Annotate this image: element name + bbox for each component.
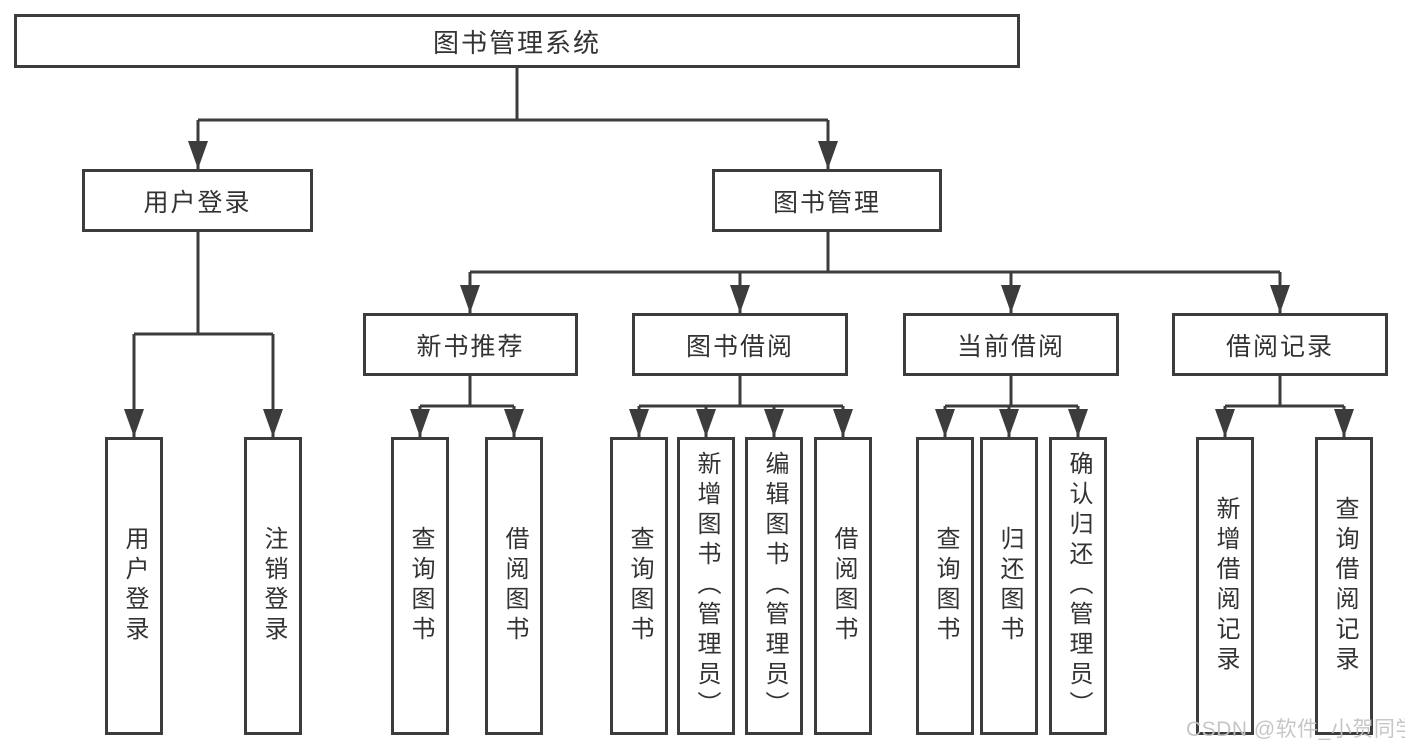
leaf-current-return-books: 归还图书: [980, 437, 1038, 735]
node-book-borrowing: 图书借阅: [632, 313, 848, 376]
leaf-borrowing-edit-books-admin: 编辑图书（管理员）: [745, 437, 803, 735]
node-current-borrowing-label: 当前借阅: [956, 332, 1065, 361]
csdn-watermark: CSDN @软件_小贺同学: [1186, 718, 1405, 741]
leaf-user-login: 用户登录: [105, 437, 163, 735]
leaf-current-query-books: 查询图书: [916, 437, 974, 735]
leaf-logout-label: 注销登录: [260, 526, 287, 646]
node-user-login: 用户登录: [82, 169, 313, 232]
node-borrowing-records-label: 借阅记录: [1225, 332, 1334, 361]
node-book-management-label: 图书管理: [772, 188, 881, 217]
leaf-borrowing-add-books-admin-label: 新增图书（管理员）: [693, 451, 720, 721]
node-borrowing-records: 借阅记录: [1172, 313, 1388, 376]
leaf-borrowing-query-books-label: 查询图书: [626, 526, 653, 646]
leaf-newbooks-query-books-label: 查询图书: [407, 526, 434, 646]
arrowheads: [124, 141, 1354, 437]
leaf-records-add-borrow-record: 新增借阅记录: [1196, 437, 1254, 735]
node-current-borrowing: 当前借阅: [903, 313, 1119, 376]
leaf-newbooks-query-books: 查询图书: [391, 437, 449, 735]
node-book-management: 图书管理: [712, 169, 942, 232]
leaf-borrowing-borrow-books-label: 借阅图书: [830, 526, 857, 646]
node-root-label: 图书管理系统: [432, 27, 601, 58]
leaf-borrowing-borrow-books: 借阅图书: [814, 437, 872, 735]
leaf-records-add-borrow-record-label: 新增借阅记录: [1212, 496, 1239, 676]
leaf-borrowing-edit-books-admin-label: 编辑图书（管理员）: [761, 451, 788, 721]
node-book-borrowing-label: 图书借阅: [685, 332, 794, 361]
leaf-records-query-borrow-record-label: 查询借阅记录: [1331, 496, 1358, 676]
leaf-borrowing-query-books: 查询图书: [610, 437, 668, 735]
leaf-newbooks-borrow-books-label: 借阅图书: [501, 526, 528, 646]
leaf-current-confirm-return-admin: 确认归还（管理员）: [1049, 437, 1107, 735]
node-user-login-label: 用户登录: [143, 188, 252, 217]
leaf-records-query-borrow-record: 查询借阅记录: [1315, 437, 1373, 735]
leaf-current-query-books-label: 查询图书: [932, 526, 959, 646]
leaf-user-login-label: 用户登录: [121, 526, 148, 646]
node-new-book-recommend: 新书推荐: [363, 313, 578, 376]
node-new-book-recommend-label: 新书推荐: [416, 332, 525, 361]
leaf-current-return-books-label: 归还图书: [996, 526, 1023, 646]
leaf-current-confirm-return-admin-label: 确认归还（管理员）: [1065, 451, 1092, 721]
leaf-newbooks-borrow-books: 借阅图书: [485, 437, 543, 735]
node-root-system: 图书管理系统: [14, 14, 1020, 68]
leaf-logout: 注销登录: [244, 437, 302, 735]
leaf-borrowing-add-books-admin: 新增图书（管理员）: [677, 437, 735, 735]
